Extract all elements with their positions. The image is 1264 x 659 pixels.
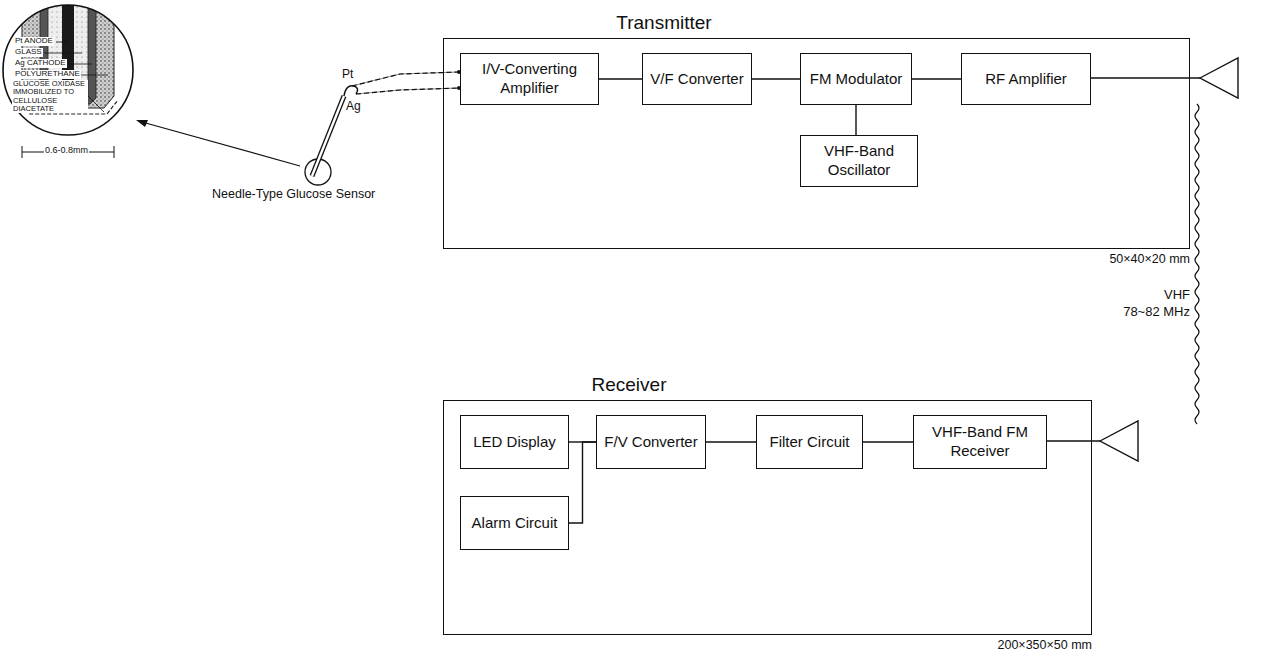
pointer-arrow <box>142 122 300 166</box>
block-label: Filter Circuit <box>765 431 853 454</box>
block-label: F/V Converter <box>600 431 701 454</box>
dimension-line <box>22 146 114 158</box>
dimension: 200×350×50 mm <box>997 639 1092 653</box>
electrode-label: Ag <box>346 100 361 113</box>
dimension: 50×40×20 mm <box>1109 253 1190 267</box>
housing-box: ReceiverLED DisplayF/V ConverterFilter C… <box>443 400 1092 635</box>
circuit-block: Filter Circuit <box>756 415 863 469</box>
layer-label: GLASS <box>14 48 43 57</box>
signal-line <box>912 78 961 79</box>
signal-line <box>706 441 756 442</box>
layer-label: Ag CATHODE <box>14 59 67 68</box>
signal-line <box>863 441 913 442</box>
circuit-block: VHF-Band FM Receiver <box>913 415 1047 469</box>
layer-label: Pt ANODE <box>14 37 54 46</box>
unit-heading: Transmitter <box>604 12 724 34</box>
antenna-feed <box>1090 77 1200 78</box>
block-label: I/V-Converting Amplifier <box>461 58 598 100</box>
circuit-block: I/V-Converting Amplifier <box>460 53 599 105</box>
block-label: RF Amplifier <box>981 68 1071 91</box>
antenna-symbol <box>1200 58 1238 98</box>
block-label: VHF-Band Oscillator <box>801 140 917 182</box>
radio-link <box>1195 104 1199 424</box>
circuit-block: LED Display <box>460 415 569 469</box>
circuit-block: FM Modulator <box>800 53 912 105</box>
circuit-block: Alarm Circuit <box>460 496 569 550</box>
dimension: 0.6-0.8mm <box>44 146 89 156</box>
signal-line <box>855 105 856 135</box>
block-label: V/F Converter <box>646 68 747 91</box>
circuit-block: F/V Converter <box>596 415 706 469</box>
layer-label: GLUCOSE OXIDASE IMMOBILIZED TO CELLULOSE… <box>12 80 88 113</box>
arrowhead <box>136 120 148 127</box>
layer-label: POLYURETHANE <box>14 70 81 79</box>
magnifier-circle <box>3 5 133 135</box>
part-name: Needle-Type Glucose Sensor <box>212 188 375 202</box>
antenna-feed <box>1040 440 1100 441</box>
needle-body <box>312 96 344 176</box>
circuit-block: V/F Converter <box>642 53 752 105</box>
signal-line <box>599 78 642 79</box>
block-label: VHF-Band FM Receiver <box>914 421 1046 463</box>
block-label: Alarm Circuit <box>468 512 562 535</box>
housing-box: TransmitterI/V-Converting AmplifierV/F C… <box>443 38 1190 249</box>
unit-heading: Receiver <box>574 374 684 396</box>
electrode-label: Pt <box>342 68 353 81</box>
block-label: LED Display <box>469 431 560 454</box>
circuit-block: RF Amplifier <box>961 53 1091 105</box>
block-label: FM Modulator <box>806 68 907 91</box>
circuit-block: VHF-Band Oscillator <box>800 135 918 187</box>
antenna-symbol <box>1100 421 1138 461</box>
signal-line <box>569 442 596 523</box>
sensor-cross-section <box>3 0 133 135</box>
signal-line <box>752 78 800 79</box>
needle-hook <box>344 86 358 96</box>
frequency: 78~82 MHz <box>1123 305 1190 319</box>
band-label: VHF <box>1164 288 1190 302</box>
